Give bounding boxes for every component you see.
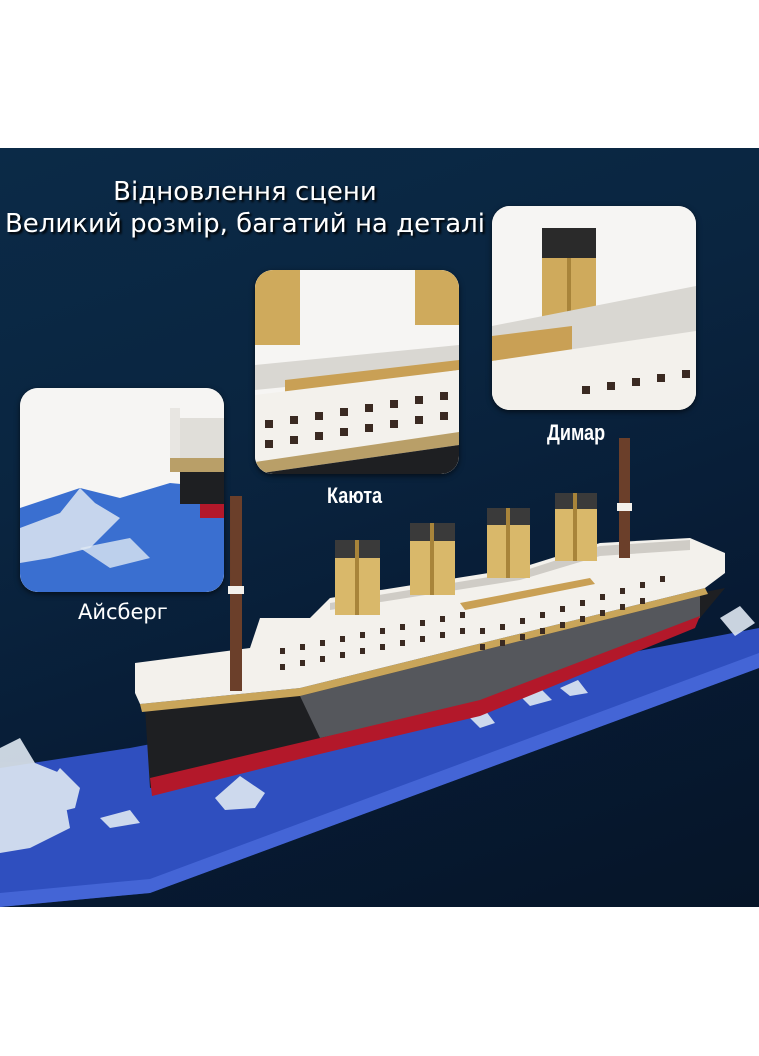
hull-grey xyxy=(300,596,700,738)
superstructure xyxy=(135,538,725,704)
hull-red-stripe xyxy=(150,616,700,796)
titanic-model-illustration xyxy=(0,438,759,907)
front-mast xyxy=(617,438,632,558)
callout-iceberg-image xyxy=(20,388,224,592)
headline: Відновлення сцени Великий розмір, багати… xyxy=(0,176,490,240)
gold-deck xyxy=(460,578,595,610)
callout-funnel-label: Димар xyxy=(547,420,606,445)
funnel-4 xyxy=(555,493,597,561)
callout-funnel-image xyxy=(492,206,696,410)
funnel-2 xyxy=(410,523,455,595)
rear-mast xyxy=(228,496,244,691)
product-image-panel: Відновлення сцени Великий розмір, багати… xyxy=(0,148,759,907)
funnel-3 xyxy=(487,508,530,578)
iceberg-pieces xyxy=(0,606,755,853)
callout-iceberg-label: Айсберг xyxy=(78,600,168,624)
funnel-1 xyxy=(335,540,380,615)
water-baseplate xyxy=(0,628,759,907)
callout-cabin-image xyxy=(255,270,459,474)
callout-cabin-label: Каюта xyxy=(327,483,383,508)
headline-line-1: Відновлення сцени xyxy=(113,177,377,207)
cabin-windows xyxy=(280,576,665,670)
headline-line-2: Великий розмір, багатий на деталі xyxy=(4,209,486,239)
